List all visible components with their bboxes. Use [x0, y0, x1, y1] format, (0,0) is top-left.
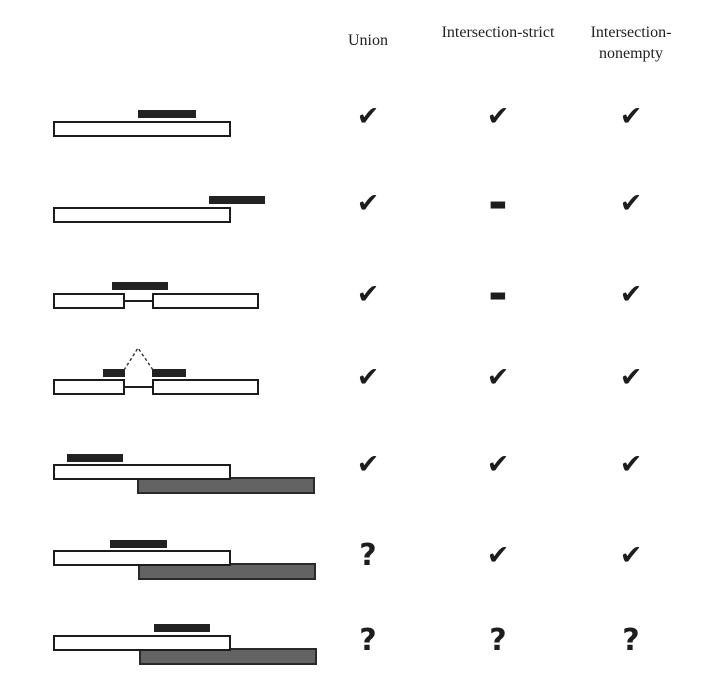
read-bar-right-segment [152, 369, 186, 377]
column-header-union: Union [348, 32, 388, 49]
exon-box-right [152, 379, 259, 395]
mark-intersection-strict-row2: ▬ [489, 193, 507, 215]
read-bar-left-segment [103, 369, 125, 377]
mark-intersection-nonempty-row3: ✔ [619, 279, 643, 310]
feature-box [53, 464, 231, 480]
splice-junction-dashed-lines [123, 346, 154, 371]
intron-line [125, 386, 152, 388]
read-bar [154, 624, 210, 632]
mark-union-row1: ✔ [356, 101, 380, 132]
mark-union-row2: ✔ [356, 188, 380, 219]
mark-union-row3: ✔ [356, 279, 380, 310]
mark-union-row4: ✔ [356, 362, 380, 393]
mark-intersection-nonempty-row1: ✔ [619, 101, 643, 132]
read-bar [138, 110, 196, 118]
mark-intersection-nonempty-row7: ? [622, 623, 640, 658]
read-bar [209, 196, 265, 204]
mark-intersection-strict-row4: ✔ [486, 362, 510, 393]
column-header-intersection-nonempty: Intersection-nonempty [590, 24, 672, 62]
exon-box-left [53, 379, 125, 395]
exon-box-left [53, 293, 125, 309]
mark-intersection-strict-row1: ✔ [486, 101, 510, 132]
mark-intersection-strict-row3: ▬ [489, 284, 507, 306]
column-header-intersection-strict: Intersection-strict [441, 24, 555, 41]
feature-box [53, 207, 231, 223]
mark-intersection-nonempty-row4: ✔ [619, 362, 643, 393]
exon-box-right [152, 293, 259, 309]
mark-intersection-strict-row6: ✔ [486, 540, 510, 571]
mark-intersection-strict-row7: ? [489, 623, 507, 658]
mark-union-row6: ? [359, 538, 377, 573]
read-bar [110, 540, 167, 548]
mark-union-row7: ? [359, 623, 377, 658]
feature-box [53, 635, 231, 651]
mark-intersection-strict-row5: ✔ [486, 449, 510, 480]
feature-box [53, 550, 231, 566]
mark-intersection-nonempty-row2: ✔ [619, 188, 643, 219]
feature-box [53, 121, 231, 137]
intron-line [125, 300, 152, 302]
mark-intersection-nonempty-row6: ✔ [619, 540, 643, 571]
mark-intersection-nonempty-row5: ✔ [619, 449, 643, 480]
read-bar [112, 282, 168, 290]
mark-union-row5: ✔ [356, 449, 380, 480]
read-bar [67, 454, 123, 462]
